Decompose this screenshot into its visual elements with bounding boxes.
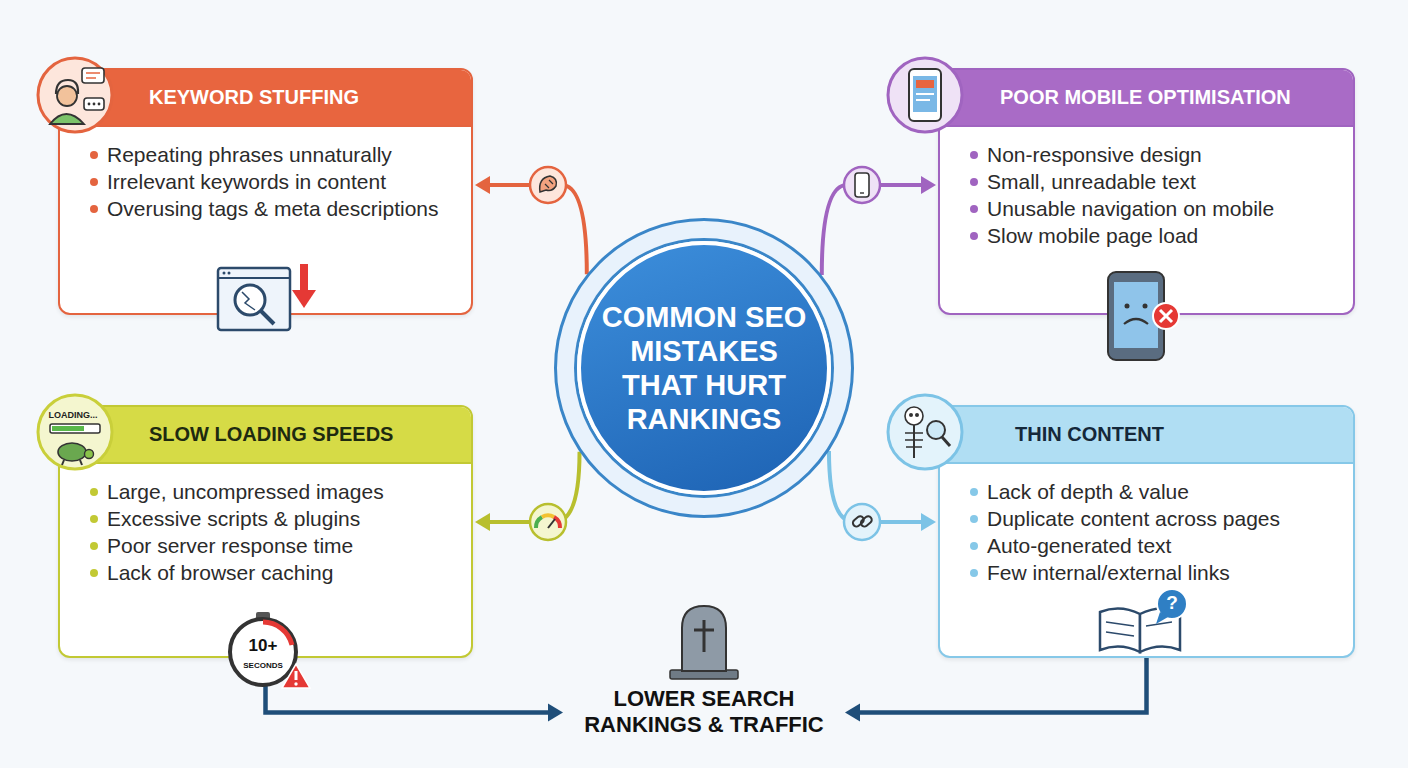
connector-line (266, 658, 552, 712)
bullet-text: Large, uncompressed images (107, 479, 384, 504)
bullet-dot (970, 515, 978, 523)
card-heading: KEYWORD STUFFING (149, 86, 359, 109)
arrow-head (845, 703, 860, 721)
bullet-dot (90, 515, 98, 523)
bullet-dot (970, 542, 978, 550)
bullet-row: Irrelevant keywords in content (90, 168, 461, 195)
bullet-row: Repeating phrases unnaturally (90, 141, 461, 168)
stopwatch-icon (230, 612, 310, 688)
bullet-dot (90, 488, 98, 496)
bullet-list: Repeating phrases unnaturallyIrrelevant … (60, 127, 471, 238)
outcome-text: LOWER SEARCH RANKINGS & TRAFFIC (569, 686, 839, 739)
mistake-card: POOR MOBILE OPTIMISATION Non-responsive d… (938, 68, 1355, 315)
bullet-dot (970, 178, 978, 186)
bullet-dot (970, 232, 978, 240)
bullet-dot (970, 151, 978, 159)
bullet-row: Lack of browser caching (90, 559, 461, 586)
bullet-text: Non-responsive design (987, 142, 1202, 167)
sad-phone-icon (1108, 272, 1179, 360)
bullet-dot (970, 569, 978, 577)
edge-icon (530, 504, 566, 540)
bullet-dot (90, 205, 98, 213)
skeleton-icon (888, 395, 962, 469)
bullet-text: Duplicate content across pages (987, 506, 1280, 531)
central-circle: COMMON SEO MISTAKES THAT HURT RANKINGS (554, 218, 854, 518)
connector-line (857, 658, 1147, 712)
bullet-text: Small, unreadable text (987, 169, 1196, 194)
bullet-dot (970, 488, 978, 496)
bullet-row: Poor server response time (90, 532, 461, 559)
bullet-dot (90, 569, 98, 577)
arrow-head (475, 513, 490, 531)
bullet-list: Large, uncompressed imagesExcessive scri… (60, 464, 471, 602)
bullet-list: Non-responsive designSmall, unreadable t… (940, 127, 1353, 265)
card-header: KEYWORD STUFFING (60, 70, 471, 127)
arrow-head (921, 176, 936, 194)
bullet-text: Lack of browser caching (107, 560, 333, 585)
bullet-text: Few internal/external links (987, 560, 1230, 585)
bullet-dot (90, 151, 98, 159)
arrow-head (921, 513, 936, 531)
bullet-text: Lack of depth & value (987, 479, 1189, 504)
bullet-row: Unusable navigation on mobile (970, 195, 1343, 222)
bullet-dot (90, 178, 98, 186)
card-header: SLOW LOADING SPEEDS (60, 407, 471, 464)
icon-label: SECONDS (243, 661, 283, 670)
bullet-text: Unusable navigation on mobile (987, 196, 1274, 221)
book-icon (1100, 589, 1187, 652)
loading-icon (38, 395, 112, 469)
bullet-list: Lack of depth & valueDuplicate content a… (940, 464, 1353, 602)
inner-circle (577, 241, 831, 495)
bullet-dot (970, 205, 978, 213)
tombstone (670, 606, 738, 679)
bullet-row: Large, uncompressed images (90, 478, 461, 505)
card-header: THIN CONTENT (940, 407, 1353, 464)
bullet-text: Irrelevant keywords in content (107, 169, 386, 194)
outcome-label: LOWER SEARCH RANKINGS & TRAFFIC (569, 686, 839, 739)
mistake-card: THIN CONTENT Lack of depth & valueDuplica… (938, 405, 1355, 658)
bullet-row: Duplicate content across pages (970, 505, 1343, 532)
bullet-text: Auto-generated text (987, 533, 1171, 558)
bullet-row: Overusing tags & meta descriptions (90, 195, 461, 222)
bullet-row: Non-responsive design (970, 141, 1343, 168)
bullet-row: Slow mobile page load (970, 222, 1343, 249)
bullet-text: Overusing tags & meta descriptions (107, 196, 439, 221)
edge-icon (844, 167, 880, 203)
card-heading: THIN CONTENT (1015, 423, 1164, 446)
bullet-row: Small, unreadable text (970, 168, 1343, 195)
mistake-card: KEYWORD STUFFING Repeating phrases unnatu… (58, 68, 473, 315)
bullet-row: Excessive scripts & plugins (90, 505, 461, 532)
bullet-row: Auto-generated text (970, 532, 1343, 559)
central-title: COMMON SEO MISTAKES THAT HURT RANKINGS (589, 300, 819, 437)
mistake-card: SLOW LOADING SPEEDS Large, uncompressed i… (58, 405, 473, 658)
bullet-text: Poor server response time (107, 533, 353, 558)
edge-icon (530, 167, 566, 203)
arrow-head (548, 703, 563, 721)
connector (845, 658, 1147, 721)
arrow-head (475, 176, 490, 194)
card-header: POOR MOBILE OPTIMISATION (940, 70, 1353, 127)
bullet-row: Few internal/external links (970, 559, 1343, 586)
card-heading: POOR MOBILE OPTIMISATION (1000, 86, 1291, 109)
bullet-dot (90, 542, 98, 550)
edge-icon (844, 504, 880, 540)
person-icon (38, 58, 112, 132)
bullet-text: Repeating phrases unnaturally (107, 142, 392, 167)
bullet-text: Excessive scripts & plugins (107, 506, 360, 531)
bullet-text: Slow mobile page load (987, 223, 1198, 248)
connector (266, 658, 564, 721)
broken-search-icon (218, 264, 316, 330)
card-heading: SLOW LOADING SPEEDS (149, 423, 393, 446)
bullet-row: Lack of depth & value (970, 478, 1343, 505)
tablet-icon (888, 58, 962, 132)
